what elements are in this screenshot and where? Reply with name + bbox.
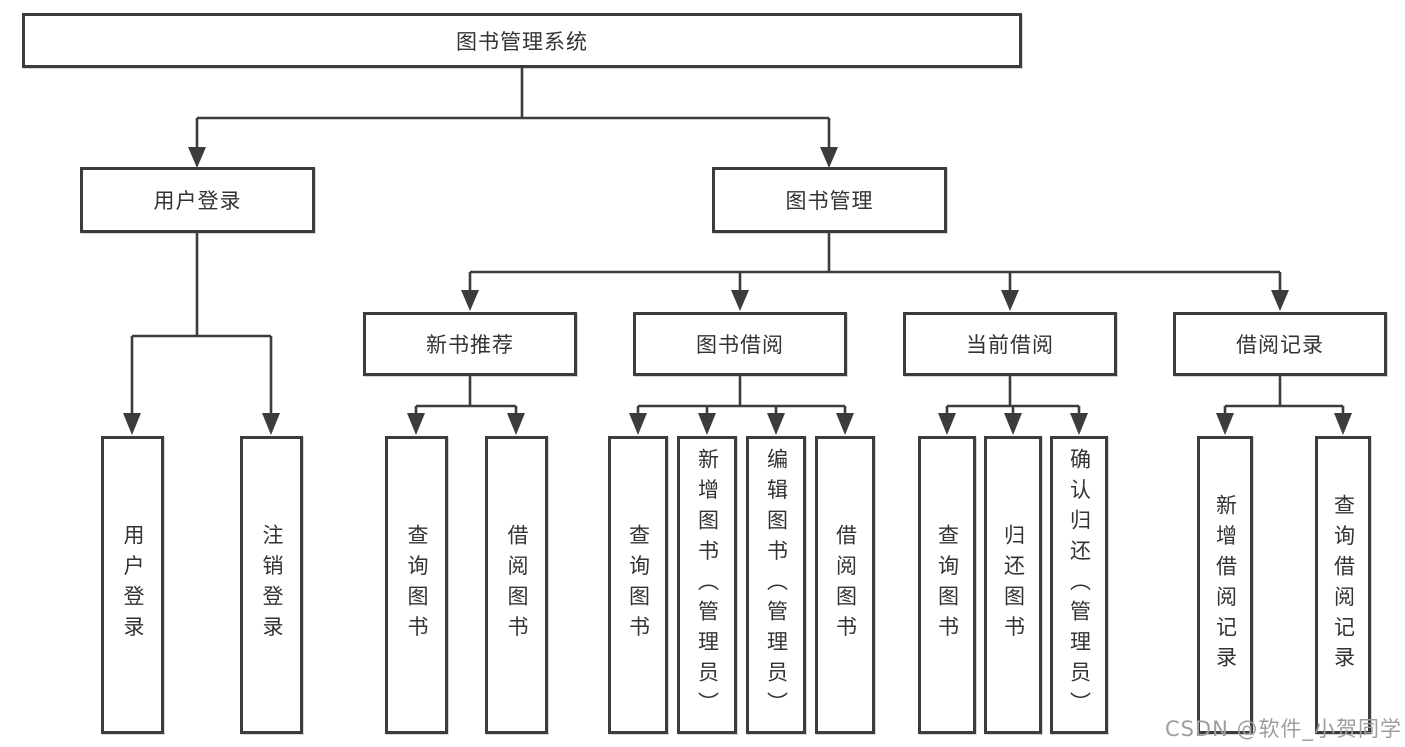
arrowhead-icon (698, 413, 716, 435)
arrowhead-icon (1001, 290, 1019, 311)
arrowhead-icon (461, 290, 479, 311)
arrowhead-icon (1216, 413, 1234, 435)
node-book-borrowing-label: 图书借阅 (696, 333, 784, 357)
leaf-logout: 注销登录 (240, 436, 303, 734)
arrowhead-icon (123, 413, 141, 435)
leaf-current-return-books: 归还图书 (984, 436, 1042, 734)
leaf-user-login: 用户登录 (101, 436, 164, 734)
leaf-current-query-books-label: 查询图书 (935, 524, 960, 646)
node-user-login: 用户登录 (80, 167, 315, 233)
leaf-borrow-edit-books-admin-label: 编辑图书（管理员） (764, 447, 789, 723)
connector-current-borrow-to-leaves (938, 376, 1088, 435)
arrowhead-icon (507, 413, 525, 435)
arrowhead-icon (1070, 413, 1088, 435)
leaf-borrow-add-books-admin: 新增图书（管理员） (677, 436, 737, 734)
leaf-new-book-query-books-label: 查询图书 (405, 524, 429, 646)
node-root-label: 图书管理系统 (456, 29, 588, 54)
connector-user-login-to-leaves (123, 233, 280, 435)
leaf-new-book-query-books: 查询图书 (385, 436, 448, 734)
node-book-management-label: 图书管理 (785, 189, 874, 213)
node-borrowing-records: 借阅记录 (1173, 312, 1387, 376)
arrowhead-icon (1334, 413, 1352, 435)
node-book-management: 图书管理 (712, 167, 947, 233)
leaf-borrow-query-books: 查询图书 (608, 436, 668, 734)
leaf-user-login-label: 用户登录 (121, 524, 145, 646)
leaf-current-confirm-return-admin: 确认归还（管理员） (1050, 436, 1108, 734)
leaf-current-return-books-label: 归还图书 (1001, 524, 1026, 646)
leaf-new-book-borrow-books: 借阅图书 (485, 436, 548, 734)
leaf-records-query-borrow-record-label: 查询借阅记录 (1331, 493, 1356, 677)
csdn-watermark: CSDN @软件_小贺同学 (1164, 717, 1402, 741)
leaf-borrow-add-books-admin-label: 新增图书（管理员） (695, 447, 720, 723)
arrowhead-icon (629, 413, 647, 435)
arrowhead-icon (820, 147, 838, 168)
leaf-borrow-query-books-label: 查询图书 (626, 524, 651, 646)
connector-book-management-to-level3 (461, 233, 1289, 311)
arrowhead-icon (407, 413, 425, 435)
arrowhead-icon (1004, 413, 1022, 435)
arrowhead-icon (767, 413, 785, 435)
leaf-borrow-edit-books-admin: 编辑图书（管理员） (746, 436, 806, 734)
leaf-current-query-books: 查询图书 (918, 436, 976, 734)
leaf-current-confirm-return-admin-label: 确认归还（管理员） (1067, 447, 1092, 723)
connector-borrow-records-to-leaves (1216, 376, 1352, 435)
arrowhead-icon (1271, 290, 1289, 311)
node-new-book-recommendation-label: 新书推荐 (426, 333, 514, 357)
node-borrowing-records-label: 借阅记录 (1236, 333, 1324, 357)
leaf-borrow-borrow-books-label: 借阅图书 (833, 524, 858, 646)
leaf-logout-label: 注销登录 (260, 524, 284, 646)
arrowhead-icon (188, 147, 206, 168)
leaf-records-query-borrow-record: 查询借阅记录 (1315, 436, 1371, 734)
connector-book-borrow-to-leaves (629, 376, 854, 435)
node-current-borrowing-label: 当前借阅 (966, 333, 1054, 357)
leaf-records-add-borrow-record: 新增借阅记录 (1197, 436, 1253, 734)
connector-root-to-level2 (188, 68, 838, 168)
arrowhead-icon (731, 290, 749, 311)
node-current-borrowing: 当前借阅 (903, 312, 1117, 376)
arrowhead-icon (836, 413, 854, 435)
node-book-borrowing: 图书借阅 (633, 312, 847, 376)
leaf-records-add-borrow-record-label: 新增借阅记录 (1213, 493, 1238, 677)
node-new-book-recommendation: 新书推荐 (363, 312, 577, 376)
leaf-new-book-borrow-books-label: 借阅图书 (505, 524, 529, 646)
arrowhead-icon (938, 413, 956, 435)
leaf-borrow-borrow-books: 借阅图书 (815, 436, 875, 734)
node-root: 图书管理系统 (22, 13, 1022, 68)
arrowhead-icon (262, 413, 280, 435)
node-user-login-label: 用户登录 (153, 189, 242, 213)
connector-new-book-to-leaves (407, 376, 525, 435)
